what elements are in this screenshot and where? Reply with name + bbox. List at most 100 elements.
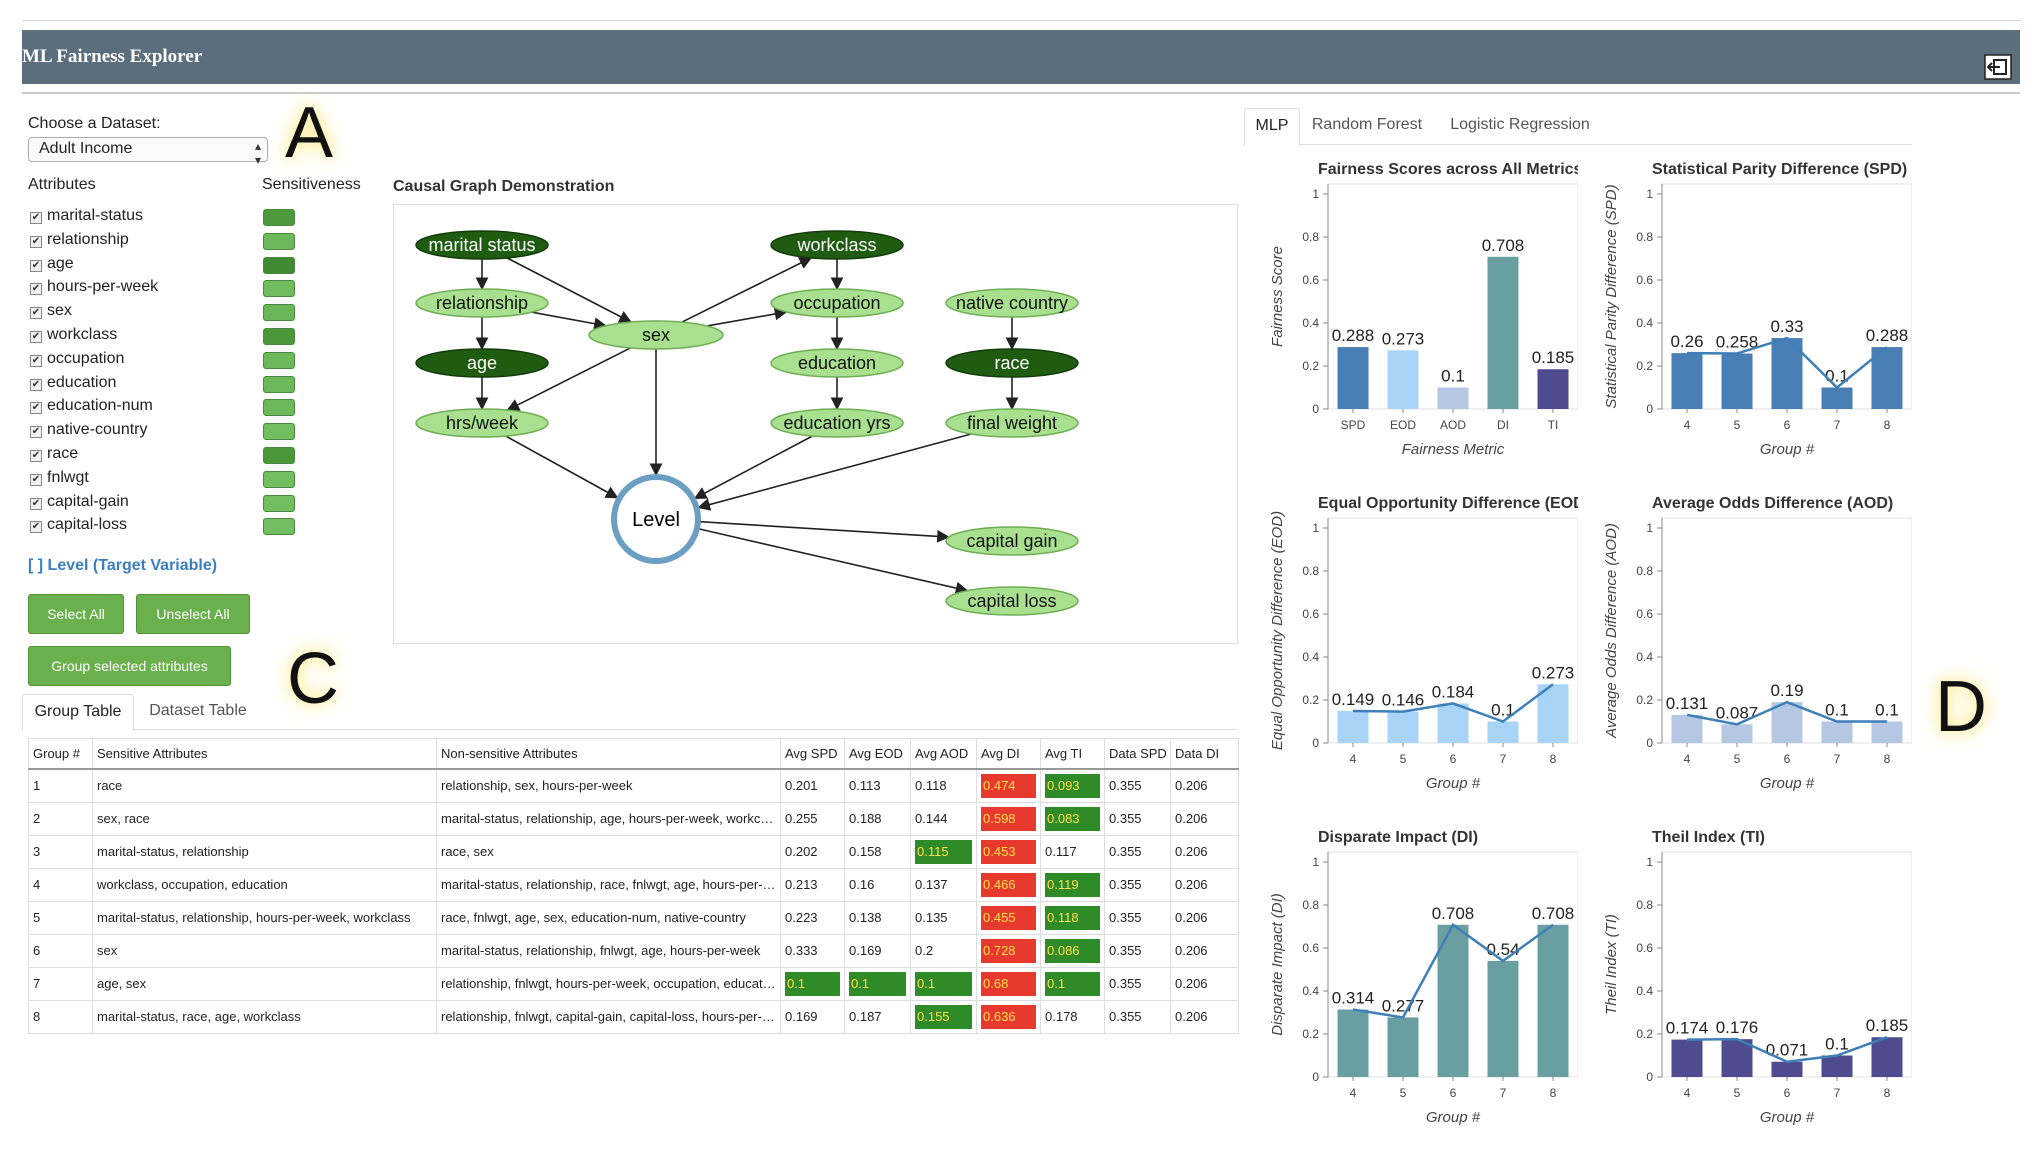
graph-node-level[interactable]: Level — [611, 474, 701, 564]
graph-node-marital[interactable]: marital status — [415, 230, 549, 260]
graph-node-relationship[interactable]: relationship — [415, 288, 549, 318]
unselect-all-button[interactable]: Unselect All — [136, 594, 250, 634]
graph-node-workclass[interactable]: workclass — [770, 230, 904, 260]
attribute-row[interactable]: ✔capital-gain — [30, 493, 300, 517]
attribute-checkbox[interactable]: ✔ — [30, 402, 42, 415]
graph-node-label: capital gain — [966, 531, 1057, 551]
graph-node-fweight[interactable]: final weight — [945, 408, 1079, 438]
attribute-row[interactable]: ✔relationship — [30, 231, 300, 255]
graph-node-capgain[interactable]: capital gain — [945, 526, 1079, 556]
attribute-checkbox[interactable]: ✔ — [30, 497, 42, 510]
table-header-cell[interactable]: Data DI — [1170, 738, 1239, 770]
sensitiveness-indicator[interactable] — [263, 375, 295, 393]
attribute-row[interactable]: ✔native-country — [30, 421, 300, 445]
attribute-row[interactable]: ✔hours-per-week — [30, 278, 300, 302]
graph-node-sex[interactable]: sex — [588, 320, 724, 350]
attribute-checkbox[interactable]: ✔ — [30, 378, 42, 391]
sensitiveness-indicator[interactable] — [263, 399, 295, 417]
graph-node-occupation[interactable]: occupation — [770, 288, 904, 318]
table-cell: 2 — [28, 801, 93, 836]
table-header-cell[interactable]: Non-sensitive Attributes — [436, 738, 781, 770]
attribute-checkbox[interactable]: ✔ — [30, 354, 42, 367]
sensitiveness-indicator[interactable] — [263, 304, 295, 322]
attribute-row[interactable]: ✔sex — [30, 302, 300, 326]
graph-node-race[interactable]: race — [945, 348, 1079, 378]
attribute-row[interactable]: ✔race — [30, 445, 300, 469]
attribute-checkbox[interactable]: ✔ — [30, 212, 42, 224]
graph-node-age[interactable]: age — [415, 348, 549, 378]
attribute-checkbox[interactable]: ✔ — [30, 331, 42, 343]
table-header-cell[interactable]: Sensitive Attributes — [92, 738, 437, 770]
tab-group-table[interactable]: Group Table — [22, 694, 134, 731]
table-header-cell[interactable]: Avg AOD — [910, 738, 977, 770]
bar-value-label: 0.288 — [1332, 326, 1375, 345]
sensitiveness-indicator[interactable] — [263, 351, 295, 369]
attribute-checkbox[interactable]: ✔ — [30, 473, 42, 486]
dataset-select[interactable]: Adult Income ▴▾ — [28, 137, 268, 167]
attribute-checkbox[interactable]: ✔ — [30, 235, 42, 248]
sensitiveness-indicator[interactable] — [263, 209, 295, 226]
table-cell: 0.201 — [780, 768, 845, 803]
exit-icon[interactable] — [1984, 54, 2012, 80]
attribute-checkbox[interactable]: ✔ — [30, 307, 42, 320]
table-header-cell[interactable]: Group # — [28, 738, 93, 770]
graph-node-hrs[interactable]: hrs/week — [415, 408, 549, 438]
table-header-cell[interactable]: Data SPD — [1104, 738, 1171, 770]
attribute-checkbox[interactable]: ✔ — [30, 283, 42, 296]
tab-dataset-table[interactable]: Dataset Table — [149, 702, 247, 719]
graph-node-shape — [770, 288, 904, 318]
attribute-checkbox[interactable]: ✔ — [30, 521, 42, 534]
sensitiveness-indicator[interactable] — [263, 518, 295, 536]
attribute-row[interactable]: ✔age — [30, 255, 300, 279]
attribute-checkbox[interactable]: ✔ — [30, 426, 42, 439]
sensitiveness-indicator[interactable] — [263, 280, 295, 298]
select-all-button[interactable]: Select All — [28, 594, 124, 634]
sensitiveness-indicator[interactable] — [263, 328, 295, 345]
sensitiveness-indicator[interactable] — [263, 232, 295, 250]
table-cell: marital-status, relationship, fnlwgt, ag… — [436, 933, 781, 968]
group-attributes-button[interactable]: Group selected attributes — [28, 646, 231, 686]
attribute-row[interactable]: ✔education-num — [30, 397, 300, 421]
sensitiveness-indicator[interactable] — [263, 423, 295, 441]
tab-mlp[interactable]: MLP — [1244, 108, 1300, 146]
causal-graph-panel: marital status relationship age hrs/week sex… — [393, 204, 1238, 644]
sensitiveness-indicator[interactable] — [263, 256, 295, 274]
attribute-checkbox[interactable]: ✔ — [30, 450, 42, 462]
table-header-cell[interactable]: Avg SPD — [780, 738, 845, 770]
attribute-checkbox[interactable]: ✔ — [30, 259, 42, 272]
highlight-value: 0.1 — [785, 971, 840, 996]
graph-node-caploss[interactable]: capital loss — [945, 586, 1079, 616]
attribute-row[interactable]: ✔workclass — [30, 326, 300, 350]
chart-2: Equal Opportunity Difference (EOD)00.20.… — [1269, 495, 1578, 792]
table-header-cell[interactable]: Avg EOD — [844, 738, 911, 770]
tab-random-forest[interactable]: Random Forest — [1311, 116, 1423, 133]
target-variable-label[interactable]: [ ] Level (Target Variable) — [28, 557, 218, 574]
attribute-row[interactable]: ✔capital-loss — [30, 516, 300, 540]
table-header-cell[interactable]: Avg DI — [976, 738, 1041, 770]
graph-node-label: marital status — [428, 235, 535, 255]
table-header-cell[interactable]: Avg TI — [1040, 738, 1105, 770]
attribute-row[interactable]: ✔occupation — [30, 350, 300, 374]
graph-node-education[interactable]: education — [770, 348, 904, 378]
attribute-row[interactable]: ✔marital-status — [30, 207, 300, 231]
graph-node-native[interactable]: native country — [945, 288, 1079, 318]
attribute-row[interactable]: ✔education — [30, 374, 300, 398]
y-tick-label: 0 — [1646, 736, 1653, 750]
y-axis-label: Average Odds Difference (AOD) — [1603, 523, 1620, 739]
attribute-row[interactable]: ✔fnlwgt — [30, 469, 300, 493]
causal-graph[interactable]: marital status relationship age hrs/week sex… — [394, 205, 1237, 643]
sensitiveness-indicator[interactable] — [263, 470, 295, 488]
y-tick-label: 1 — [1312, 521, 1319, 535]
graph-node-eduyrs[interactable]: education yrs — [770, 408, 904, 438]
sensitiveness-indicator[interactable] — [263, 447, 295, 464]
tab-logistic-regression[interactable]: Logistic Regression — [1450, 116, 1590, 133]
sensitiveness-indicator[interactable] — [263, 494, 295, 512]
